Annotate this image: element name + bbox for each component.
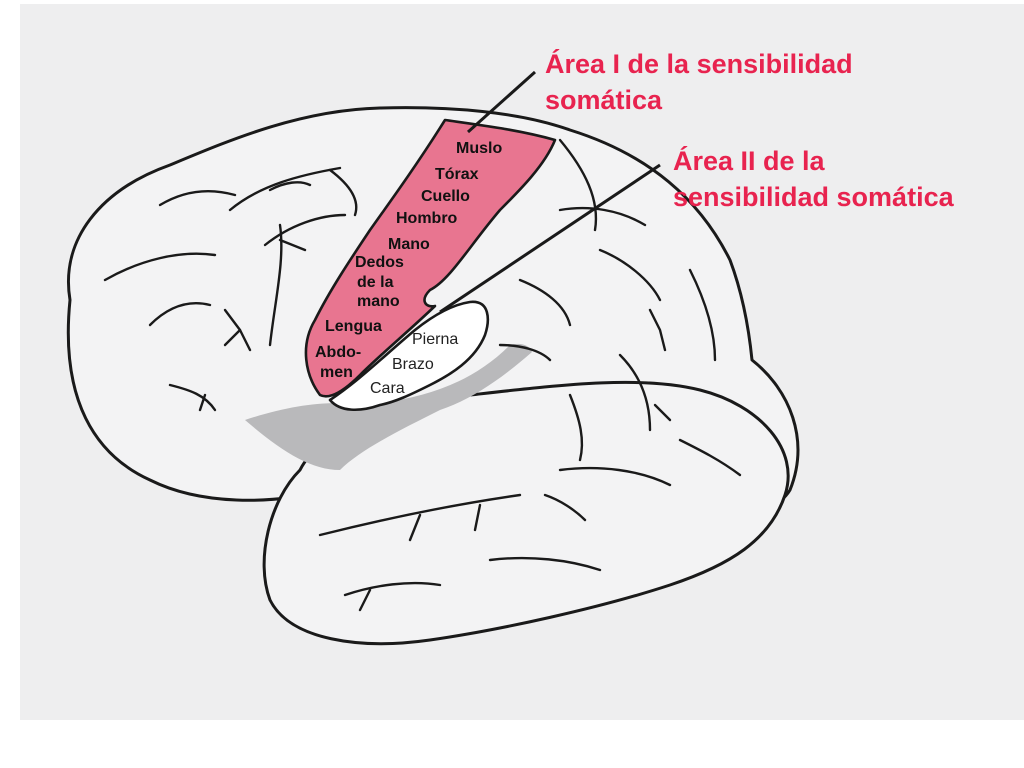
area-two-region [328,300,490,411]
sulcus [278,238,307,252]
sulcus [198,393,207,412]
sulcus [653,403,672,422]
area-one-title-line2: somática [545,85,663,115]
area-two-title: Área II de la sensibilidad somática [673,143,954,215]
sulcus [268,181,312,192]
sulcus [343,581,442,597]
label-torax: Tórax [435,166,479,183]
label-mano: Mano [388,236,430,253]
sulcus [358,588,372,612]
area-one-title-line1: Área I de la sensibilidad [545,49,853,79]
sulcus [648,308,667,352]
label-men: men [320,364,353,381]
sulcus [148,302,212,327]
sulcus [168,383,217,412]
sulcus [318,493,522,537]
temporal-lobe-outline [262,380,790,646]
sulcus [498,343,552,362]
sulcus [558,206,647,227]
sulcus [558,138,598,232]
sulcus [543,493,587,522]
sulcus [473,503,482,532]
sulcus [103,252,217,282]
sulcus [408,513,422,542]
area-two-leader-line [439,163,661,314]
label-pierna: Pierna [412,331,459,348]
insula-region [245,343,532,470]
label-cuello: Cuello [421,188,470,205]
area-two-title-line1: Área II de la [673,146,825,176]
label-dedos: Dedos [355,254,404,271]
sulcus [518,278,572,327]
sulcus [158,189,237,207]
label-de-la: de la [357,274,394,291]
sulcus [618,353,652,432]
label-abdo: Abdo- [315,344,362,361]
sulcus [488,556,602,572]
label-mano-2: mano [357,293,400,310]
label-brazo: Brazo [392,356,434,373]
sulcus [568,393,584,462]
sulcus [228,166,342,212]
sulcus [688,268,717,362]
sulcus [598,248,662,302]
sulcus [263,213,347,247]
sulcus [328,168,358,217]
label-hombro: Hombro [396,210,458,227]
label-muslo: Muslo [456,140,503,157]
label-lengua: Lengua [325,318,382,335]
area-two-title-line2: sensibilidad somática [673,182,954,212]
label-cara: Cara [370,380,405,397]
sulcus [223,328,242,347]
sulcus [558,466,672,487]
area-one-leader-line [466,70,537,134]
sulcus [678,438,742,477]
area-one-region [304,118,557,398]
area-one-title: Área I de la sensibilidad somática [545,46,853,118]
sulcus [268,223,283,347]
